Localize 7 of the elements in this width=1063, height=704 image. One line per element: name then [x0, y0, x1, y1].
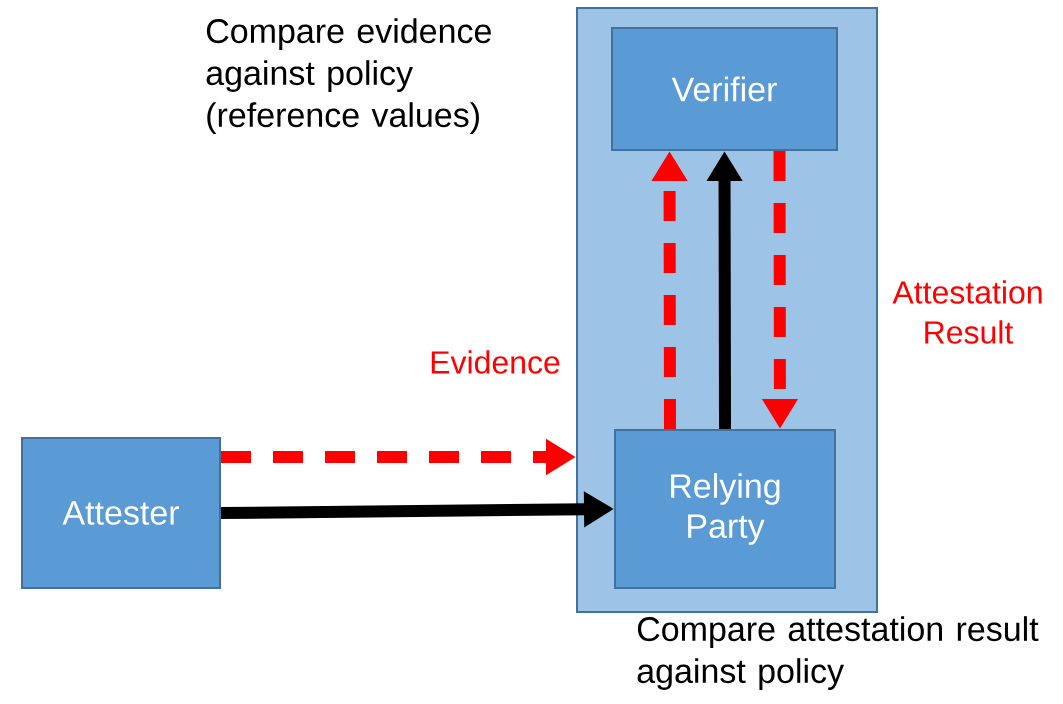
note-text: Compare attestation result against policy: [637, 616, 1039, 690]
edge-label: Attestation Result: [880, 278, 1056, 346]
edge-label: Evidence: [427, 348, 563, 376]
process-box: Verifier: [611, 27, 838, 151]
process-box: Attester: [21, 437, 221, 589]
process-box: Relying Party: [614, 429, 836, 589]
note-text: Compare evidence against policy (reference values): [206, 18, 491, 134]
